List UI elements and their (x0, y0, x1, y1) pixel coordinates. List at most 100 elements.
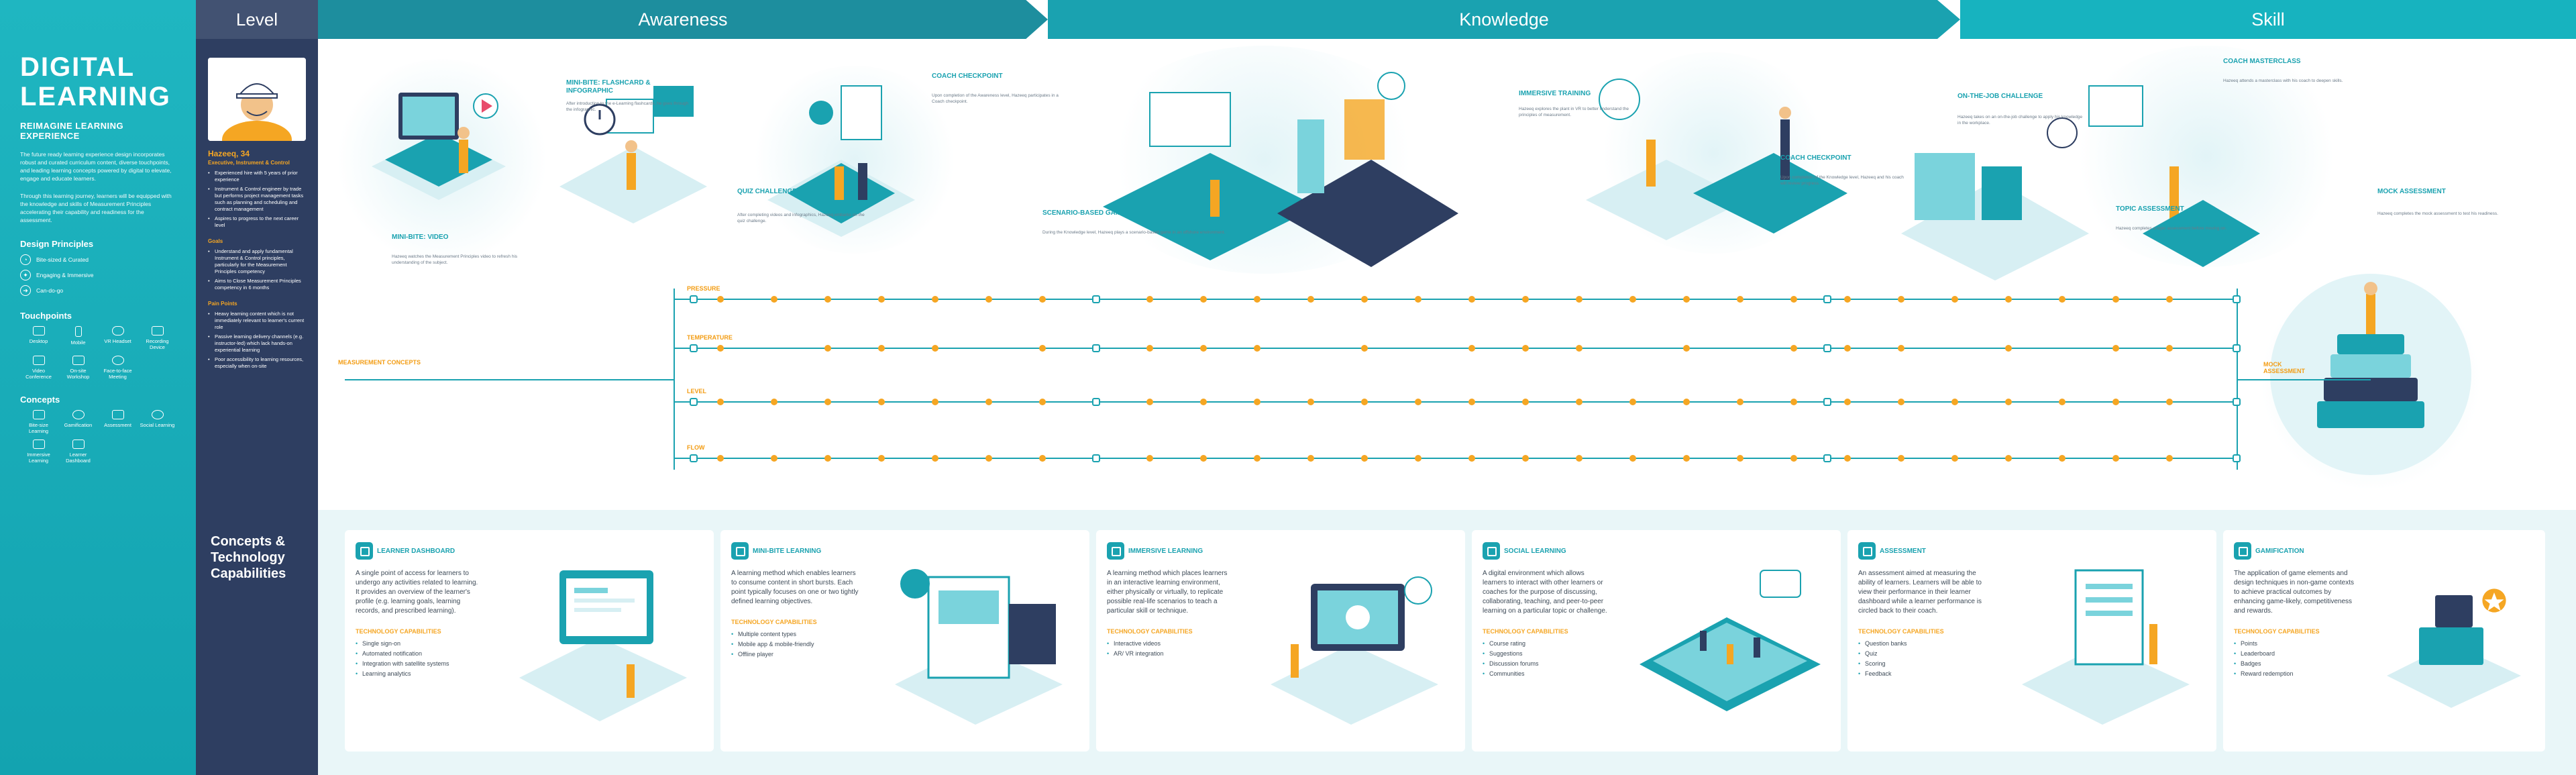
scene-label-game: SCENARIO-BASED GAME (1042, 209, 1126, 217)
scene-text-masterclass: Hazeeq attends a masterclass with his co… (2223, 79, 2343, 83)
flow-checkpoint (2233, 344, 2241, 352)
flow-step-dot (1629, 296, 1636, 303)
scene-text-coach-1: Upon completion of the Awareness level, … (932, 93, 1059, 104)
phase-awareness: Awareness (318, 0, 1048, 39)
tech-item: Automated notification (356, 649, 703, 659)
scene-label-ojt: ON-THE-JOB CHALLENGE (1957, 93, 2043, 100)
flow-step-dot (1307, 399, 1314, 405)
touchpoint-label: On-site Workshop (66, 368, 90, 380)
card-title: GAMIFICATION (2255, 547, 2304, 555)
flow-step-dot (878, 399, 885, 405)
cap-line: Capabilities (211, 566, 286, 581)
flow-row-level: LEVEL (687, 388, 707, 395)
flow-step-dot (1576, 455, 1582, 462)
flow-step-dot (2112, 455, 2119, 462)
pain-item: Passive learning delivery channels (e.g.… (208, 333, 306, 354)
card-tech-heading: TECHNOLOGY CAPABILITIES (356, 628, 441, 635)
tech-item: Feedback (1858, 669, 2206, 679)
tech-item: AR/ VR integration (1107, 649, 1454, 659)
touchpoint-label: Face-to-face Meeting (103, 368, 132, 380)
touchpoint-label: Video Conference (25, 368, 52, 380)
scene-label-flashcard: MINI-BITE: FLASHCARD & INFOGRAPHIC (566, 79, 651, 95)
flow-step-dot (932, 399, 938, 405)
intro-panel: DIGITAL LEARNING REIMAGINE LEARNING EXPE… (0, 0, 196, 775)
flow-step-dot (1898, 296, 1904, 303)
pain-points-list: Heavy learning content which is not imme… (208, 311, 306, 370)
scene-label-topic-assessment: TOPIC ASSESSMENT (2116, 205, 2184, 213)
design-principle-item: ➜Can-do-go (20, 285, 176, 296)
flow-step-dot (985, 296, 992, 303)
phase-skill: Skill (1960, 0, 2576, 39)
tech-item: Communities (1483, 669, 1830, 679)
flow-step-dot (2059, 296, 2065, 303)
flow-step-dot (824, 345, 831, 352)
mobile-icon (74, 326, 82, 337)
scene-label-masterclass: COACH MASTERCLASS (2223, 58, 2301, 65)
flow-step-dot (1415, 296, 1421, 303)
scene-label-coach-2: COACH CHECKPOINT (1780, 154, 1851, 162)
scene-label-immersive: IMMERSIVE TRAINING (1519, 90, 1591, 97)
flow-step-dot (824, 296, 831, 303)
flow-step-dot (2005, 399, 2012, 405)
card-title: IMMERSIVE LEARNING (1128, 547, 1203, 555)
flow-checkpoint (1823, 454, 1831, 462)
dashboard-icon (356, 542, 373, 560)
flow-checkpoint (2233, 295, 2241, 303)
concept-item: Learner Dashboard (60, 440, 97, 464)
flow-step-dot (2166, 345, 2173, 352)
flow-step-dot (1898, 399, 1904, 405)
flow-step-dot (1039, 455, 1046, 462)
flow-checkpoint (1823, 398, 1831, 406)
flow-step-dot (1146, 345, 1153, 352)
immersive-scene-illustration (1586, 79, 1847, 240)
mini-bite-illustration (895, 569, 1063, 725)
flow-step-dot (1146, 296, 1153, 303)
concepts-heading: Concepts (20, 395, 60, 405)
flow-step-dot (2005, 455, 2012, 462)
flow-step-dot (1468, 296, 1475, 303)
subtitle: REIMAGINE LEARNING EXPERIENCE (20, 121, 124, 141)
mock-assessment-illustration (2270, 274, 2471, 475)
flow-step-dot (1898, 455, 1904, 462)
design-principle-item: ◔Bite-sized & Curated (20, 254, 176, 265)
flow-connector (674, 289, 675, 470)
scene-label-quiz: QUIZ CHALLENGE (737, 188, 797, 195)
flow-step-dot (1576, 296, 1582, 303)
scene-label-mock: MOCK ASSESSMENT (2377, 188, 2446, 195)
card-title: SOCIAL LEARNING (1504, 547, 1566, 555)
flow-step-dot (1307, 296, 1314, 303)
flow-step-dot (1522, 455, 1529, 462)
meeting-icon (111, 356, 124, 365)
touchpoint-label: VR Headset (104, 338, 131, 344)
scene-text-ojt: Hazeeq takes on an on-the-job challenge … (1957, 115, 2083, 125)
flow-line-level (674, 401, 2237, 403)
pain-points-heading: Pain Points (208, 301, 237, 307)
design-principle-item: ✦Engaging & Immersive (20, 270, 176, 280)
pain-item: Heavy learning content which is not imme… (208, 311, 306, 331)
card-tech-heading: TECHNOLOGY CAPABILITIES (2234, 628, 2320, 635)
level-column: Level Hazeeq, 34 Executive, Instrument &… (196, 0, 318, 775)
flow-step-dot (878, 455, 885, 462)
flow-line-flow (674, 458, 2237, 459)
persona-avatar (208, 58, 306, 141)
flow-checkpoint (690, 454, 698, 462)
dashboard-illustration (519, 570, 687, 721)
touchpoint-video: Video Conference (20, 356, 57, 380)
flow-step-dot (824, 399, 831, 405)
flow-step-dot (2059, 455, 2065, 462)
workshop-icon (72, 356, 85, 365)
flow-step-dot (878, 345, 885, 352)
design-principle-label: Can-do-go (36, 287, 64, 294)
card-description: A digital environment which allows learn… (1483, 570, 1607, 615)
flow-step-dot (1039, 399, 1046, 405)
persona-name: Hazeeq, 34 (208, 149, 250, 158)
scene-text-video: Hazeeq watches the Measurement Principle… (392, 254, 518, 265)
scene-text-mock: Hazeeq completes the mock assessment to … (2377, 211, 2498, 216)
recording-icon (151, 326, 164, 335)
flow-checkpoint (1092, 295, 1100, 303)
flow-step-dot (1146, 455, 1153, 462)
flow-step-dot (1629, 399, 1636, 405)
tech-item: Suggestions (1483, 649, 1830, 659)
card-mini-bite: MINI-BITE LEARNING A learning method whi… (720, 530, 1089, 752)
mini-bite-icon (731, 542, 749, 560)
